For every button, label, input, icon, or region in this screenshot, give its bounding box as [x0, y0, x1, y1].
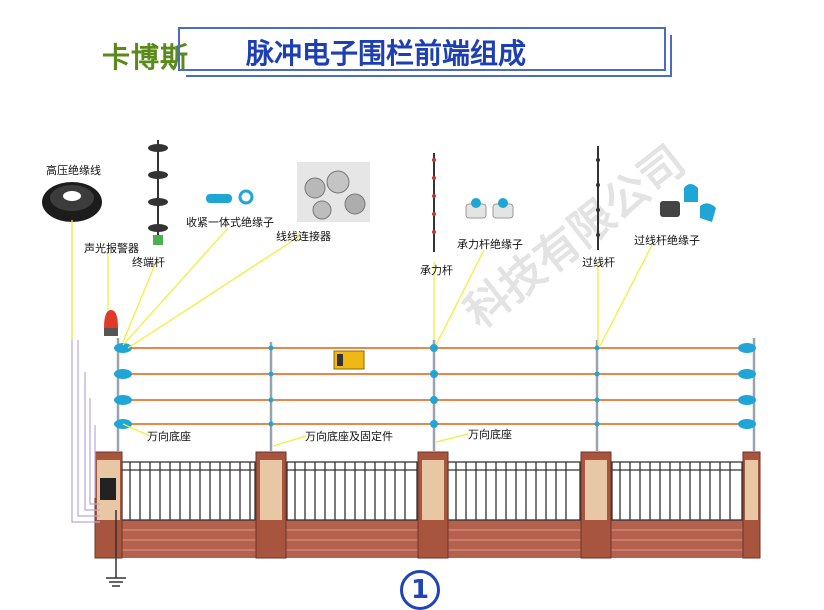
pass-pole-icon [596, 146, 600, 250]
label-load-insulator: 承力杆绝缘子 [457, 238, 523, 251]
connector-icon [297, 162, 370, 222]
brand-logo-text: 卡博斯 [102, 41, 190, 74]
fence-diagram: 科技有限公司 [42, 136, 761, 587]
label-end-pole: 终端杆 [132, 256, 165, 269]
label-alarm: 声光报警器 [84, 242, 139, 255]
control-box [100, 478, 126, 587]
page-number-badge: 1 [400, 570, 440, 610]
load-insulator-icon [465, 198, 514, 219]
title-frame [178, 27, 666, 71]
label-connector: 线线连接器 [276, 230, 331, 243]
siren-icon [104, 310, 118, 336]
wall-pillars [94, 451, 761, 559]
cable-coil-icon [42, 182, 102, 222]
label-pass-insulator: 过线杆绝缘子 [634, 234, 700, 247]
leader-lines [71, 220, 653, 447]
label-base-1: 万向底座 [147, 430, 191, 443]
label-hv-cable: 高压绝缘线 [46, 164, 101, 177]
fence-poles [116, 338, 756, 452]
page-title: 脉冲电子围栏前端组成 [246, 37, 527, 70]
end-pole-icon [148, 140, 168, 245]
tensioner-icon [206, 189, 254, 205]
pass-insulator-icon [660, 184, 716, 222]
load-pole-icon [432, 153, 436, 252]
insulators [114, 343, 756, 429]
label-base-3: 万向底座 [468, 428, 512, 441]
label-base-2: 万向底座及固定件 [305, 430, 393, 443]
label-pass-pole: 过线杆 [582, 256, 615, 269]
warning-sign [333, 350, 365, 370]
electric-wires [130, 347, 745, 425]
label-load-pole: 承力杆 [420, 264, 453, 277]
label-tensioner: 收紧一体式绝缘子 [186, 216, 274, 229]
